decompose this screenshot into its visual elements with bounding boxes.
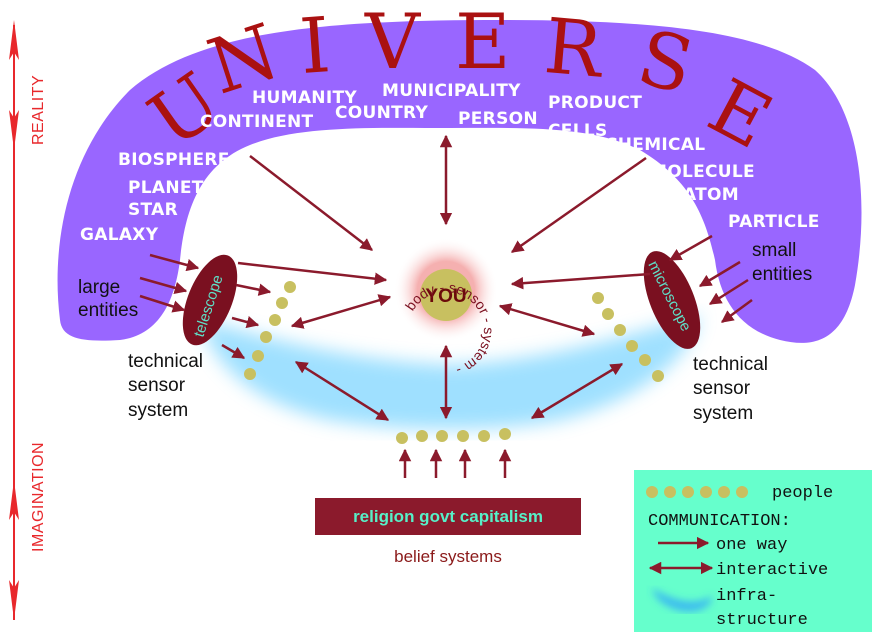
universe-band: [57, 20, 862, 343]
label-particle: PARTICLE: [728, 212, 820, 232]
label-atom: ATOM: [683, 185, 739, 205]
universe-scale-labels: HUMANITY CONTINENT BIOSPHERE PLANET STAR…: [80, 81, 820, 245]
belief-bar-text: religion govt capitalism: [353, 507, 543, 526]
universe-letter-r: R: [541, 1, 609, 95]
right-side-text: small entities technical sensor system: [693, 240, 812, 424]
universe-letter-v: V: [364, 0, 421, 86]
reality-imagination-axis: REALITY IMAGINATION: [9, 20, 47, 620]
arrow-microscope-to-you: [510, 272, 651, 290]
belief-systems: religion govt capitalism belief systems: [315, 498, 581, 566]
legend-infra-line2: structure: [716, 611, 808, 630]
label-chemical: CHEMICAL: [605, 135, 705, 155]
label-humanity: HUMANITY: [252, 88, 357, 108]
universe-title: U N I V E R S E: [133, 0, 786, 166]
people-right: [592, 292, 664, 382]
label-country: COUNTRY: [335, 103, 429, 123]
label-person: PERSON: [458, 109, 538, 129]
microscope: microscope: [643, 251, 701, 349]
label-molecule: MOLECULE: [650, 162, 755, 182]
arrow-large-entities-1: [139, 276, 188, 294]
axis-up-arrowhead-icon: [9, 20, 19, 60]
people-left: [244, 281, 296, 380]
legend-communication-label: COMMUNICATION:: [648, 512, 791, 531]
legend-people-dots-icon: [646, 486, 748, 498]
label-continent: CONTINENT: [200, 112, 314, 132]
right-sensor-line2: sensor: [693, 378, 751, 399]
universe-letter-e1: E: [455, 0, 510, 86]
telescope-lens-icon: [182, 254, 238, 346]
legend: people COMMUNICATION: one way interactiv…: [634, 470, 872, 632]
axis-down-arrowhead-icon: [9, 580, 19, 620]
you-node: YOU body - sensor - system -: [394, 238, 498, 379]
telescope: telescope: [182, 254, 238, 346]
microscope-lens-icon: [643, 251, 701, 349]
arrow-telescope-out-1: [235, 283, 272, 296]
arrow-right-people-you: [498, 303, 596, 337]
left-sensor-line3: system: [128, 400, 188, 421]
legend-one-way-label: one way: [716, 536, 787, 555]
axis-mid-arrowhead-icon: [9, 110, 19, 150]
label-municipality: MUNICIPALITY: [382, 81, 521, 101]
arrow-right-scale-to-you: [510, 156, 647, 254]
label-biosphere: BIOSPHERE: [118, 150, 230, 170]
right-sensor-line1: technical: [693, 354, 768, 375]
people-groups: [244, 281, 664, 444]
legend-people-label: people: [772, 484, 833, 503]
arrow-large-entities-2: [139, 294, 186, 313]
arrow-particle-to-microscope: [668, 234, 713, 262]
belief-bar: [315, 498, 581, 535]
one-way-arrows: [139, 155, 753, 478]
people-center: [396, 428, 511, 444]
interactive-arrows: [290, 134, 624, 422]
arrow-left-people-you: [290, 294, 392, 329]
large-entities-line1: large: [78, 277, 120, 298]
arrow-telescope-to-you: [237, 261, 388, 285]
legend-infrastructure-icon: [652, 588, 712, 612]
arrow-small-entities-2: [708, 278, 749, 306]
you-core: [420, 269, 472, 321]
arrow-telescope-out-3: [221, 343, 246, 360]
arrow-left-scale-to-you: [249, 155, 373, 251]
label-galaxy: GALAXY: [80, 225, 159, 245]
legend-interactive-label: interactive: [716, 561, 828, 580]
left-sensor-line1: technical: [128, 351, 203, 372]
arrow-left-people-center: [294, 360, 390, 422]
legend-infra-line1: infra-: [716, 587, 777, 606]
universe-letter-i: I: [297, 0, 333, 91]
arrow-right-people-center: [530, 362, 624, 420]
belief-caption: belief systems: [394, 547, 502, 566]
you-label: YOU: [425, 286, 466, 307]
left-sensor-line2: sensor: [128, 375, 186, 396]
arrow-telescope-out-2: [231, 316, 260, 329]
label-cells: CELLS: [548, 121, 608, 141]
arrow-small-entities-1: [698, 260, 741, 288]
large-entities-line2: entities: [78, 300, 138, 321]
arrow-galaxy-to-telescope: [149, 253, 200, 272]
label-star: STAR: [128, 200, 178, 220]
imagination-label: IMAGINATION: [30, 442, 47, 552]
small-entities-line2: entities: [752, 264, 812, 285]
arrow-small-entities-3: [720, 298, 753, 324]
label-product: PRODUCT: [548, 93, 642, 113]
right-sensor-line3: system: [693, 403, 753, 424]
left-side-text: large entities technical sensor system: [78, 277, 203, 421]
label-planet: PLANET: [128, 178, 204, 198]
reality-label: REALITY: [30, 75, 47, 145]
axis-lower-arrowhead-icon: [9, 480, 19, 520]
small-entities-line1: small: [752, 240, 796, 261]
